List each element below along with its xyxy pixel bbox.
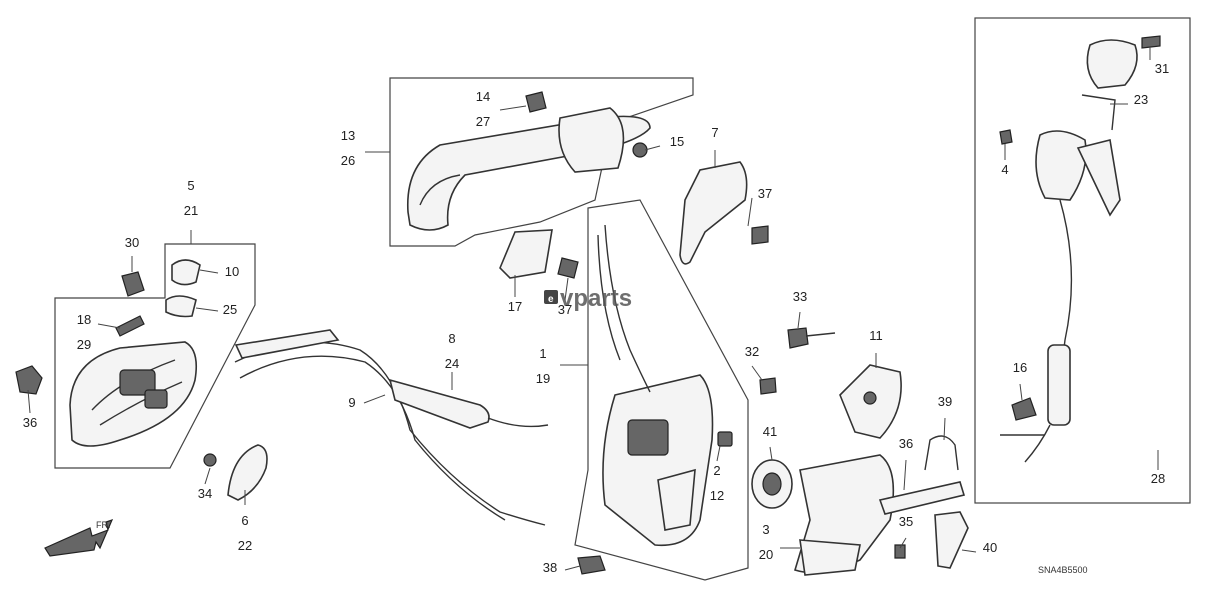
- cap-10: [171, 259, 201, 286]
- clip-16: [1011, 397, 1037, 421]
- callout-c-16-line-0: 16: [1013, 360, 1027, 375]
- callout-c-18-line-0: 18: [77, 312, 91, 327]
- callout-c-15-line-0: 15: [670, 134, 684, 149]
- callout-c-9-line-0: 9: [348, 395, 355, 410]
- clip-30: [121, 271, 145, 297]
- seal-6: [227, 444, 268, 501]
- callout-c-10-line-0: 10: [225, 264, 239, 279]
- callout-c-23-line-0: 23: [1134, 92, 1148, 107]
- callout-c-13-line-1: 26: [341, 153, 355, 168]
- callout-c-3-line-1: 20: [759, 547, 773, 562]
- callout-c-37b-line-0: 37: [558, 302, 572, 317]
- door-latch-1: [597, 224, 714, 547]
- callout-c-30-line-0: 30: [125, 235, 139, 250]
- cap-14: [525, 91, 547, 113]
- callout-c-36-line-0: 36: [23, 415, 37, 430]
- callout-c-32-line-0: 32: [745, 344, 759, 359]
- rod-group-frame: [974, 17, 1191, 504]
- callout-c-39-line-0: 39: [938, 394, 952, 409]
- clip-36: [15, 365, 43, 395]
- front-arrow-label: FR.: [96, 520, 111, 530]
- front-direction-arrow: FR.: [44, 519, 114, 557]
- latch-group-frame: [574, 199, 749, 581]
- callout-c-14-line-1: 27: [476, 114, 490, 129]
- callout-c-38-line-0: 38: [543, 560, 557, 575]
- cover-3: [794, 454, 895, 576]
- callout-c-5-line-0: 5: [187, 178, 194, 193]
- callout-c-13-line-0: 13: [341, 128, 355, 143]
- callout-c-1-line-0: 1: [539, 346, 546, 361]
- spring-18: [115, 315, 145, 337]
- protector-17: [499, 229, 553, 279]
- callout-c-25-line-0: 25: [223, 302, 237, 317]
- grommet-41: [751, 459, 793, 509]
- inner-handle-group-frame: [54, 243, 256, 469]
- callout-c-41-line-0: 41: [763, 424, 777, 439]
- callout-c-18-line-1: 29: [77, 337, 91, 352]
- callout-c-36b-line-0: 36: [899, 436, 913, 451]
- clip-4: [999, 129, 1013, 145]
- callout-c-31-line-0: 31: [1155, 61, 1169, 76]
- screw-32: [759, 377, 777, 395]
- callout-c-7-line-0: 7: [711, 125, 718, 140]
- callout-c-2-line-0: 2: [713, 463, 720, 478]
- callout-c-40-line-0: 40: [983, 540, 997, 555]
- callout-c-6-line-0: 6: [241, 513, 248, 528]
- screw-37b: [557, 257, 579, 279]
- callout-c-8-line-0: 8: [448, 331, 455, 346]
- callout-c-8-line-1: 24: [445, 356, 459, 371]
- bolt-33: [787, 327, 836, 349]
- callout-c-28-line-0: 28: [1151, 471, 1165, 486]
- callout-c-34-line-0: 34: [198, 486, 212, 501]
- cable-9: [234, 329, 546, 526]
- rod-assembly-28: [1000, 39, 1138, 463]
- callout-c-6-line-1: 22: [238, 538, 252, 553]
- grommet-36b: [878, 481, 966, 515]
- grommet-15: [632, 142, 648, 158]
- screw-31: [1141, 35, 1161, 49]
- callout-c-14-line-0: 14: [476, 89, 490, 104]
- callout-c-1-line-1: 19: [536, 371, 550, 386]
- inner-handle-assembly: [69, 341, 198, 447]
- svg-text:e: e: [548, 294, 554, 305]
- outer-handle-group-frame: [389, 77, 694, 247]
- callout-c-37a-line-0: 37: [758, 186, 772, 201]
- watermark-text: vparts: [560, 285, 632, 312]
- callout-c-35-line-0: 35: [899, 514, 913, 529]
- screw-37a: [751, 225, 769, 245]
- leader-lines: [27, 46, 1159, 571]
- clip-40: [934, 511, 969, 569]
- screw-34: [203, 453, 217, 467]
- callout-c-5-line-1: 21: [184, 203, 198, 218]
- striker-11: [839, 364, 902, 439]
- diagram-code: SNA4B5500: [1038, 565, 1088, 575]
- callout-c-33-line-0: 33: [793, 289, 807, 304]
- outer-handle-13: [406, 107, 651, 231]
- callout-c-17-line-0: 17: [508, 299, 522, 314]
- callout-c-2-line-1: 12: [710, 488, 724, 503]
- grommet-39: [924, 435, 959, 471]
- callout-c-4-line-0: 4: [1001, 162, 1008, 177]
- bolt-38: [577, 555, 606, 575]
- watermark: e vparts: [544, 285, 632, 312]
- cable-8: [388, 378, 549, 429]
- screw-35: [894, 544, 906, 559]
- screw-2: [717, 431, 733, 447]
- bracket-7: [679, 161, 748, 265]
- rod-23: [1081, 94, 1116, 131]
- callout-c-11-line-0: 11: [869, 328, 883, 343]
- cap-25: [165, 295, 197, 318]
- callout-c-3-line-0: 3: [762, 522, 769, 537]
